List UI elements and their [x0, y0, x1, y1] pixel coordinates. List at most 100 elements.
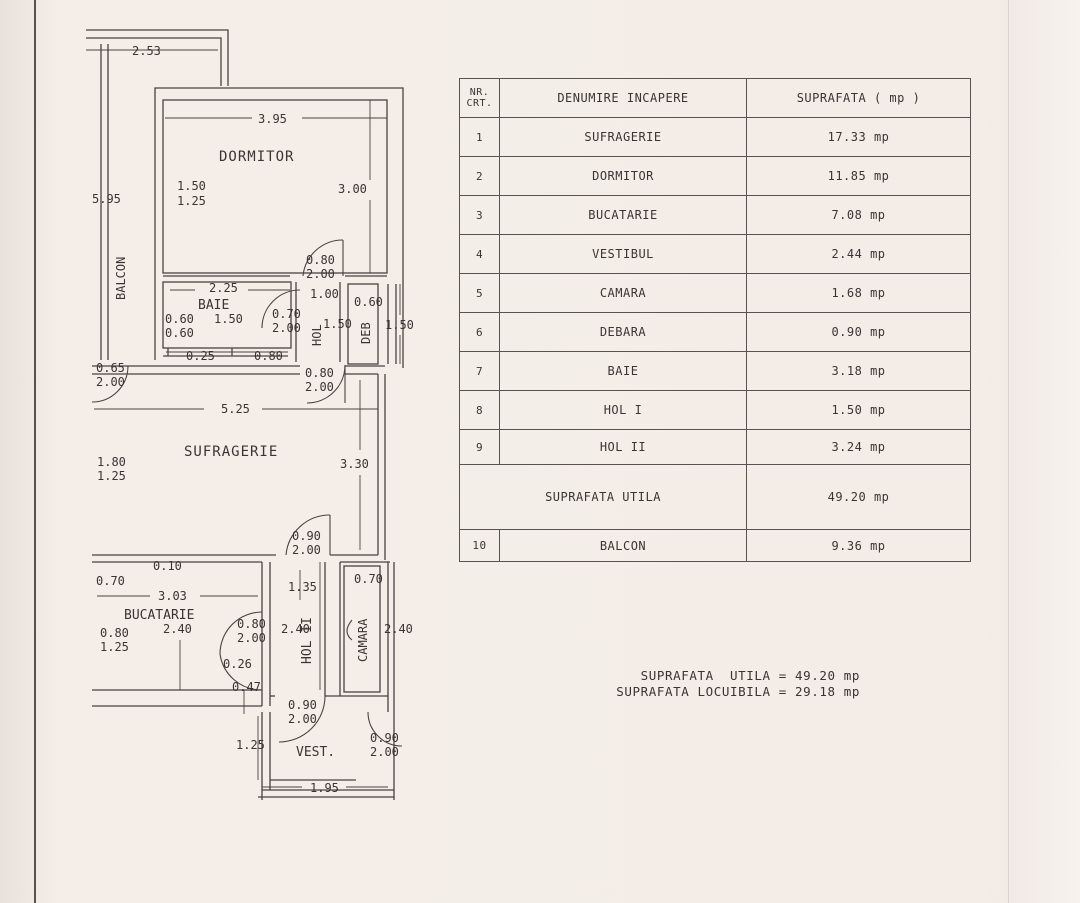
- row-area: 3.24 mp: [831, 440, 886, 454]
- dim-door-sufragerie-h: 2.00: [292, 543, 321, 557]
- header-nr-line1: NR.: [469, 87, 490, 98]
- dim-door-baie-w: 0.70: [272, 307, 301, 321]
- dim-baie-window-w: 0.60: [165, 312, 194, 326]
- dim-door-vestibul-h: 2.00: [288, 712, 317, 726]
- dim-dormitor-window-h: 1.25: [177, 194, 206, 208]
- row-area: 11.85 mp: [827, 169, 890, 183]
- row-area: 9.36 mp: [831, 538, 886, 553]
- row-room: HOL II: [500, 430, 747, 464]
- paper-fold-line: [1008, 0, 1009, 903]
- dim-sufragerie-window-w: 1.80: [97, 455, 126, 469]
- row-nr: 10: [460, 530, 500, 561]
- dim-sufragerie-window-h: 1.25: [97, 469, 126, 483]
- dim-door-hol-w: 0.80: [305, 366, 334, 380]
- dim-hol-ii-2-40: 2.40: [281, 622, 310, 636]
- dim-hol-1-00: 1.00: [310, 287, 339, 301]
- dim-baie-window-h: 0.60: [165, 326, 194, 340]
- table-subtotal-row: SUPRAFATA UTILA 49.20 mp: [459, 464, 971, 530]
- row-room: HOL I: [500, 391, 747, 429]
- row-area: 3.18 mp: [831, 364, 886, 378]
- room-label-balcon: BALCON: [114, 257, 128, 300]
- row-nr: 5: [460, 274, 500, 312]
- dim-hol-ii-1-35: 1.35: [288, 580, 317, 594]
- dim-balcon-width: 2.53: [132, 44, 161, 58]
- dim-hol-1-50: 1.50: [323, 317, 352, 331]
- table-row: 2 DORMITOR 11.85 mp: [459, 156, 971, 196]
- room-label-vestibul: VEST.: [296, 745, 335, 760]
- dim-balcon-door-w: 0.65: [96, 361, 125, 375]
- dim-baie-1-50: 1.50: [214, 312, 243, 326]
- subtotal-area: 49.20 mp: [827, 490, 890, 504]
- total-living-area: SUPRAFATA LOCUIBILA = 29.18 mp: [616, 684, 860, 699]
- paper-edge-line: [34, 0, 36, 903]
- dim-door-bucatarie-h: 2.00: [237, 631, 266, 645]
- dim-bucatarie-window-w: 0.80: [100, 626, 129, 640]
- dim-camara-0-70: 0.70: [354, 572, 383, 586]
- row-room: VESTIBUL: [500, 235, 747, 273]
- table-row: 5 CAMARA 1.68 mp: [459, 273, 971, 313]
- row-nr: 6: [460, 313, 500, 351]
- dim-door-dormitor-w: 0.80: [306, 253, 335, 267]
- row-area: 7.08 mp: [831, 208, 886, 222]
- dim-camara-2-40: 2.40: [384, 622, 413, 636]
- table-row: 8 HOL I 1.50 mp: [459, 390, 971, 430]
- row-room: SUFRAGERIE: [500, 118, 747, 156]
- room-label-hol-ii: HOL II: [300, 617, 315, 664]
- room-label-debara: DEB: [359, 322, 373, 344]
- row-area: 2.44 mp: [831, 247, 886, 261]
- row-room: DORMITOR: [500, 157, 747, 195]
- header-nr-crt: NR. CRT.: [460, 79, 500, 117]
- row-nr: 4: [460, 235, 500, 273]
- dim-vestibul-width: 1.95: [310, 781, 339, 795]
- dim-door-sufragerie-w: 0.90: [292, 529, 321, 543]
- total-usable-area: SUPRAFATA UTILA = 49.20 mp: [640, 668, 860, 683]
- row-nr: 8: [460, 391, 500, 429]
- row-nr: 3: [460, 196, 500, 234]
- dim-door-vestibul-w: 0.90: [288, 698, 317, 712]
- header-nr-line2: CRT.: [466, 98, 493, 109]
- room-label-dormitor: DORMITOR: [219, 149, 294, 165]
- row-room: BUCATARIE: [500, 196, 747, 234]
- table-row: 9 HOL II 3.24 mp: [459, 429, 971, 465]
- row-nr: 9: [460, 430, 500, 464]
- dim-door-entrance-h: 2.00: [370, 745, 399, 759]
- dim-bucatarie-depth: 2.40: [163, 622, 192, 636]
- plan-walls: [86, 29, 404, 800]
- dim-bucatarie-0-26: 0.26: [223, 657, 252, 671]
- dim-dormitor-width: 3.95: [258, 112, 287, 126]
- dimension-lines: [86, 49, 401, 788]
- dim-sufragerie-width: 5.25: [221, 402, 250, 416]
- room-label-hol-i: HOL: [310, 324, 324, 346]
- row-room: DEBARA: [500, 313, 747, 351]
- row-nr: 7: [460, 352, 500, 390]
- dim-vestibul-1-25: 1.25: [236, 738, 265, 752]
- dim-door-hol-h: 2.00: [305, 380, 334, 394]
- dim-debara-1-50: 1.50: [385, 318, 414, 332]
- dim-bucatarie-width: 3.03: [158, 589, 187, 603]
- dim-bucatarie-window-h: 1.25: [100, 640, 129, 654]
- header-room-name: DENUMIRE INCAPERE: [500, 79, 747, 117]
- row-room: BAIE: [500, 352, 747, 390]
- row-area: 0.90 mp: [831, 325, 886, 339]
- table-header-row: NR. CRT. DENUMIRE INCAPERE SUPRAFATA ( m…: [459, 78, 971, 118]
- table-row: 4 VESTIBUL 2.44 mp: [459, 234, 971, 274]
- header-area: SUPRAFATA ( mp ): [796, 91, 921, 105]
- room-label-baie: BAIE: [198, 298, 229, 313]
- room-label-sufragerie: SUFRAGERIE: [184, 444, 278, 460]
- room-label-camara: CAMARA: [356, 618, 370, 662]
- subtotal-label: SUPRAFATA UTILA: [460, 465, 747, 529]
- row-nr: 1: [460, 118, 500, 156]
- dim-baie-width: 2.25: [209, 281, 238, 295]
- table-row: 1 SUFRAGERIE 17.33 mp: [459, 117, 971, 157]
- dim-bucatarie-0-10: 0.10: [153, 559, 182, 573]
- dim-baie-0-80: 0.80: [254, 349, 283, 363]
- row-area: 1.50 mp: [831, 403, 886, 417]
- table-balcon-row: 10 BALCON 9.36 mp: [459, 529, 971, 562]
- row-nr: 2: [460, 157, 500, 195]
- dim-dormitor-window-w: 1.50: [177, 179, 206, 193]
- door-swings: [91, 239, 403, 747]
- dim-baie-0-25: 0.25: [186, 349, 215, 363]
- room-label-bucatarie: BUCATARIE: [124, 608, 194, 623]
